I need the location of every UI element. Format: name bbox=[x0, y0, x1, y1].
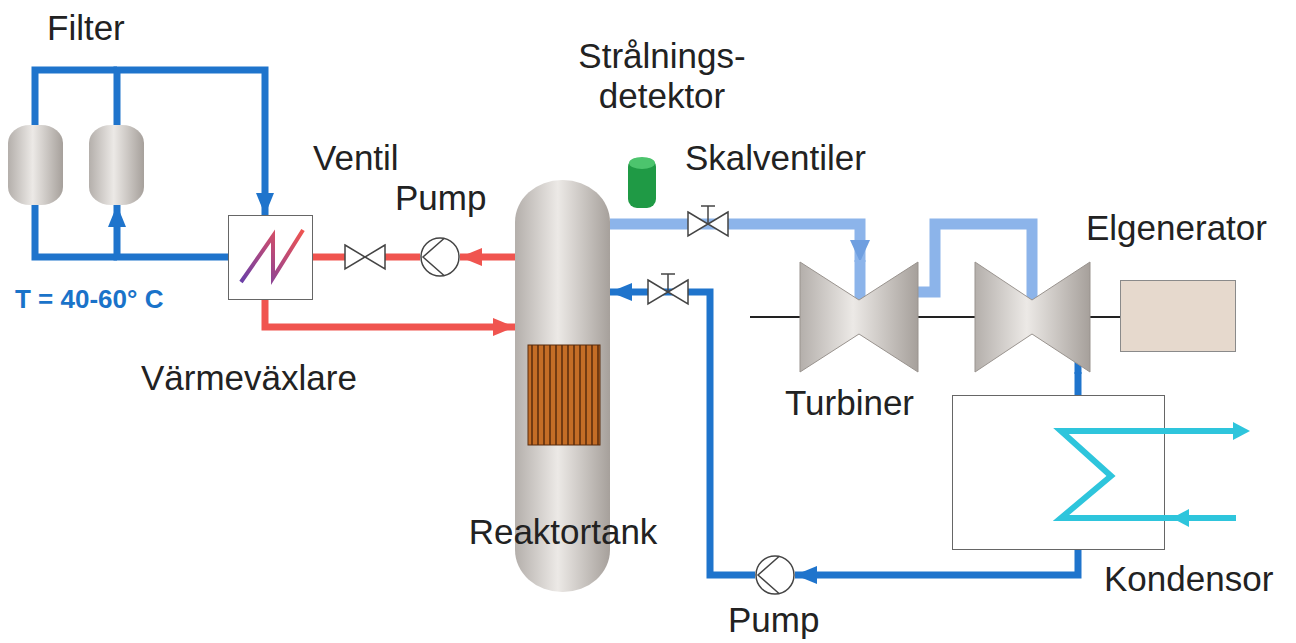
drawing-part bbox=[688, 212, 708, 236]
drawing-part bbox=[648, 280, 668, 304]
part-label: Filter bbox=[47, 8, 125, 48]
drawing-part bbox=[1172, 509, 1189, 527]
drawing-part bbox=[8, 125, 63, 205]
drawing-part bbox=[756, 556, 794, 594]
part-label: Turbiner bbox=[785, 383, 914, 423]
valve-symbol-shape bbox=[345, 245, 385, 269]
water-pipe bbox=[1075, 372, 1082, 395]
valve-label: Skalventiler bbox=[685, 138, 866, 178]
turbines-shape bbox=[800, 262, 1090, 372]
heat-exchanger-shape bbox=[229, 216, 314, 301]
drawing-part bbox=[365, 245, 385, 269]
turbines: Turbiner bbox=[800, 262, 1090, 372]
drawing-part bbox=[668, 280, 688, 304]
radiation-detector: Strålnings- detektor bbox=[628, 155, 656, 209]
drawing-part bbox=[800, 262, 918, 372]
radiation-detector-shape bbox=[628, 155, 656, 209]
generator-box: Elgenerator bbox=[1120, 280, 1236, 352]
drawing-part bbox=[667, 274, 669, 292]
water-pipe bbox=[117, 205, 228, 257]
drawing-part bbox=[1061, 431, 1236, 518]
hot-water-pipe bbox=[385, 254, 420, 261]
drawing-part bbox=[629, 157, 655, 169]
drawing-part bbox=[758, 557, 779, 594]
water-pipe bbox=[795, 550, 1078, 575]
part-label: Pump bbox=[728, 600, 819, 640]
part-label: Värmeväxlare bbox=[141, 358, 357, 398]
condenser-box-shape bbox=[953, 396, 1166, 551]
part-label: Kondensor bbox=[1104, 559, 1273, 599]
part-label: Reaktortank bbox=[469, 512, 658, 552]
drawing-part bbox=[707, 206, 709, 224]
drawing-part bbox=[975, 262, 1090, 372]
filter-vessels-shape bbox=[8, 125, 144, 205]
hot-water-pipe bbox=[265, 300, 515, 327]
steam-pipe bbox=[610, 224, 860, 262]
drawing-part bbox=[855, 260, 866, 302]
drawing-part bbox=[421, 238, 459, 276]
drawing-part bbox=[345, 245, 365, 269]
pump-symbol-shape bbox=[755, 555, 795, 595]
pump-symbol: Pump bbox=[755, 555, 795, 595]
drawing-part bbox=[661, 273, 675, 275]
drawing-part bbox=[89, 125, 144, 205]
heat-exchanger: Värmeväxlare bbox=[228, 215, 313, 300]
part-label: Ventil bbox=[313, 138, 399, 178]
drawing-part bbox=[423, 239, 444, 276]
drawing-part bbox=[708, 212, 728, 236]
temperature-label: T = 40-60° C bbox=[15, 285, 163, 315]
drawing-part bbox=[528, 345, 600, 445]
drawing-part bbox=[701, 205, 715, 207]
pump-symbol: Pump bbox=[420, 237, 460, 277]
shaft-line bbox=[1090, 316, 1120, 318]
part-label: Pump bbox=[395, 178, 486, 218]
reactor-tank: Reaktortank bbox=[515, 180, 610, 592]
shell-valve bbox=[688, 206, 728, 236]
drawing-part bbox=[628, 158, 656, 208]
drawing-part bbox=[1233, 422, 1250, 440]
drawing-part bbox=[241, 230, 303, 282]
pump-symbol-shape bbox=[420, 237, 460, 277]
condenser-box: Kondensor bbox=[952, 395, 1165, 550]
valve-symbol: Ventil bbox=[345, 245, 385, 269]
shell-valve bbox=[648, 274, 688, 304]
hot-water-pipe bbox=[313, 254, 345, 261]
part-label: Strålnings- detektor bbox=[542, 36, 782, 117]
hot-water-pipe bbox=[460, 254, 515, 261]
filter-vessels: Filter bbox=[8, 125, 144, 205]
part-label: Elgenerator bbox=[1086, 208, 1267, 248]
